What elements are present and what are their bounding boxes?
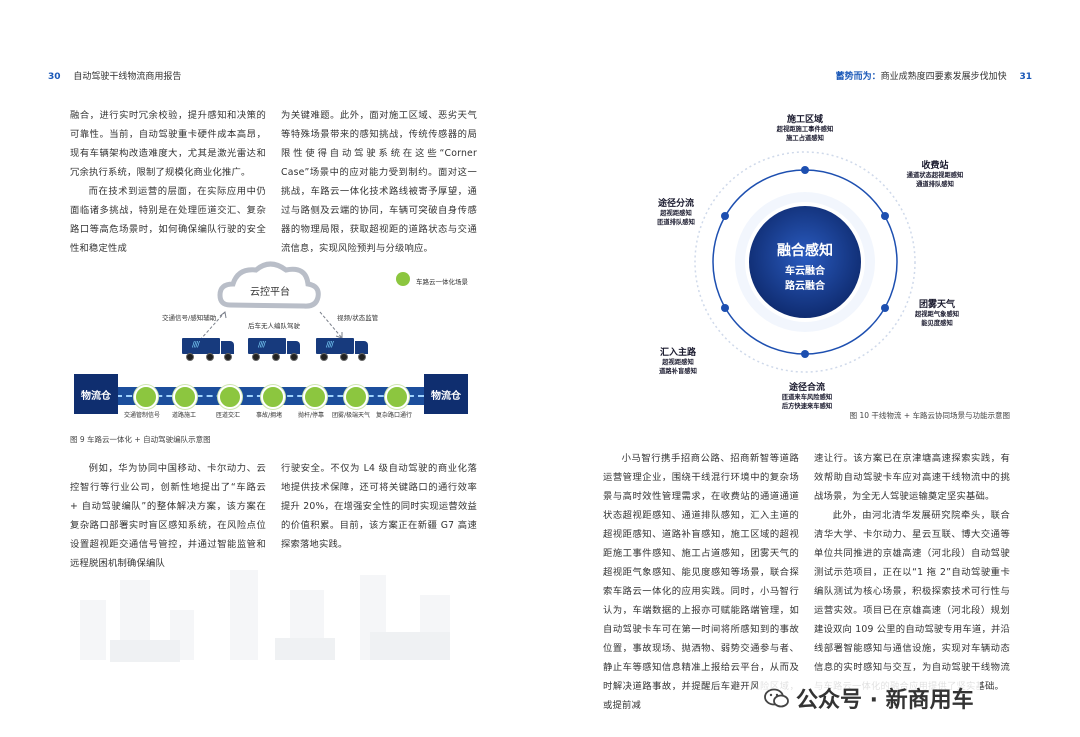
right-col2: 速让行。该方案已在京津塘高速探索实践，有效帮助自动驾驶卡车应对高速干线物流中的挑…: [814, 449, 1010, 696]
cloud-label: 云控平台: [250, 287, 290, 298]
figure-9-lines: [199, 261, 410, 341]
node-title: 汇入主路: [659, 348, 696, 358]
road-point-dot: [385, 385, 409, 409]
figure-9: 云控平台 车路云一体化场景 交通信号/感知辅助 后车无人编队驾驶 视频/状态监管…: [70, 250, 480, 445]
left-col2-top: 为关键难题。此外，面对施工区域、恶劣天气等特殊场景带来的感知挑战，传统传感器的局…: [281, 106, 477, 258]
warehouse-right: 物流仓: [424, 374, 468, 414]
road-point-dot: [344, 385, 368, 409]
road-point-dot: [218, 385, 242, 409]
road-point-dot: [173, 385, 197, 409]
warehouse-left: 物流仓: [74, 374, 118, 414]
center-circle: [745, 202, 865, 322]
right-col1: 小马智行携手招商公路、招商新智等道路运营管理企业，围绕干线混行环境中的复杂场景与…: [603, 449, 799, 715]
figure-10-graphic: [694, 151, 916, 373]
paragraph: 速让行。该方案已在京津塘高速探索实践，有效帮助自动驾驶卡车应对高速干线物流中的挑…: [814, 453, 1010, 502]
node-title: 收费站: [921, 161, 949, 171]
node-merge: 途径合流 匝道来车风险感知 后方快速来车感知: [762, 380, 852, 411]
truck-icon: [248, 338, 302, 362]
paragraph: 为关键难题。此外，面对施工区域、恶劣天气等特殊场景带来的感知挑战，传统传感器的局…: [281, 110, 477, 254]
left-col2-bottom: 行驶安全。不仅为 L4 级自动驾驶的商业化落地提供技术保障，还可将关键路口的通行…: [281, 459, 477, 554]
road-point-label: 团雾/极端天气: [332, 412, 371, 419]
legend-label: 车路云一体化场景: [416, 278, 468, 286]
node-sub: 匝道来车风险感知: [781, 394, 833, 401]
node-toll-station: 收费站 通道状态超视距感知 通道排队感知: [890, 158, 980, 189]
paragraph: 融合，进行实时冗余校验，提升感知和决策的可靠性。当前，自动驾驶重卡硬件成本高昂，…: [70, 110, 266, 178]
node-title: 途径分流: [657, 199, 694, 209]
node-main-road-entry: 汇入主路 超视距感知 道路补盲感知: [640, 345, 716, 376]
node-title: 施工区域: [786, 115, 823, 125]
right-header: 蓄势而为：商业成熟度四要素发展步伐加快 31: [836, 69, 1032, 82]
node-sub: 能见度感知: [921, 320, 953, 327]
paragraph: 此外，由河北清华发展研究院牵头，联合清华大学、卡尔动力、星云互联、博大交通等单位…: [814, 510, 1010, 692]
background-illustration: [60, 560, 490, 680]
node-sub: 匝道排队感知: [657, 219, 695, 226]
node-sub: 通道排队感知: [916, 181, 954, 188]
left-header: 30 自动驾驶干线物流商用报告: [48, 69, 181, 82]
center-title: 融合感知: [777, 243, 833, 259]
node-sub: 超视距感知: [662, 359, 694, 366]
paragraph: 小马智行携手招商公路、招商新智等道路运营管理企业，围绕干线混行环境中的复杂场景与…: [603, 453, 799, 711]
left-header-title: 自动驾驶干线物流商用报告: [73, 72, 182, 82]
left-col1-bottom: 例如，华为协同中国移动、卡尔动力、云控智行等行业公司，创新性地提出了“车路云 +…: [70, 459, 266, 573]
road-point-label: 交通管制信号: [124, 412, 161, 419]
road-point-dot: [134, 385, 158, 409]
road-point-dot: [303, 385, 327, 409]
road-point-label: 道路施工: [172, 412, 197, 419]
figure-9-caption: 图 9 车路云一体化 + 自动驾驶编队示意图: [70, 435, 211, 444]
truck-icon: [316, 338, 370, 362]
node-sub: 超视距气象感知: [914, 311, 960, 318]
node-sub: 通道状态超视距感知: [906, 172, 964, 179]
road-point-label: 事故/拥堵: [256, 412, 283, 419]
road-point-label: 匝道交汇: [216, 412, 241, 419]
node-sub: 后方快速来车感知: [781, 403, 833, 410]
watermark: 公众号 · 新商用车: [758, 680, 980, 716]
road-point-label: 抛杆/停靠: [298, 412, 325, 419]
paragraph: 例如，华为协同中国移动、卡尔动力、云控智行等行业公司，创新性地提出了“车路云 +…: [70, 463, 266, 569]
node-construction-zone: 施工区域 超视距施工事件感知 施工占道感知: [760, 112, 850, 143]
paragraph: 而在技术到运营的层面，在实际应用中仍面临诸多挑战，特别是在处理匝道交汇、复杂路口…: [70, 186, 266, 254]
node-diverge: 途径分流 超视距感知 匝道排队感知: [638, 196, 714, 227]
center-label: 后车无人编队驾驶: [248, 322, 300, 330]
watermark-text: 公众号 · 新商用车: [796, 688, 974, 713]
left-col1-top: 融合，进行实时冗余校验，提升感知和决策的可靠性。当前，自动驾驶重卡硬件成本高昂，…: [70, 106, 266, 258]
node-sub: 超视距感知: [660, 210, 692, 217]
right-header-title-rest: 商业成熟度四要素发展步伐加快: [880, 72, 1007, 82]
node-title: 途径合流: [788, 383, 825, 393]
node-sub: 道路补盲感知: [659, 368, 697, 375]
truck-icon: [182, 338, 236, 362]
cloud-shape: [217, 261, 321, 309]
node-sub: 施工占道感知: [786, 135, 824, 142]
node-sub: 超视距施工事件感知: [776, 126, 834, 133]
node-title: 团雾天气: [918, 300, 955, 310]
road-point-label: 复杂路口通行: [376, 412, 413, 419]
road-point-dot: [261, 385, 285, 409]
figure-10: 融合感知 车云融合 路云融合 施工区域 超视距施工事件感知 施工占道感知 收费站…: [640, 100, 1040, 430]
center-line-1: 车云融合: [785, 266, 825, 277]
center-text: 融合感知 车云融合 路云融合: [747, 240, 863, 292]
right-header-title-bold: 蓄势而为：: [835, 72, 881, 82]
wechat-icon: [764, 688, 789, 708]
center-line-2: 路云融合: [785, 281, 825, 292]
paragraph: 行驶安全。不仅为 L4 级自动驾驶的商业化落地提供技术保障，还可将关键路口的通行…: [281, 463, 477, 550]
figure-10-caption: 图 10 干线物流 + 车路云协同场景与功能示意图: [849, 411, 1010, 420]
left-page-number: 30: [48, 72, 61, 82]
legend-dot: [396, 272, 410, 286]
right-page-number: 31: [1019, 72, 1032, 82]
node-fog-weather: 团雾天气 超视距气象感知 能见度感知: [892, 297, 982, 328]
left-arrow-label: 交通信号/感知辅助: [162, 314, 217, 322]
right-arrow-label: 视频/状态监管: [337, 314, 379, 322]
